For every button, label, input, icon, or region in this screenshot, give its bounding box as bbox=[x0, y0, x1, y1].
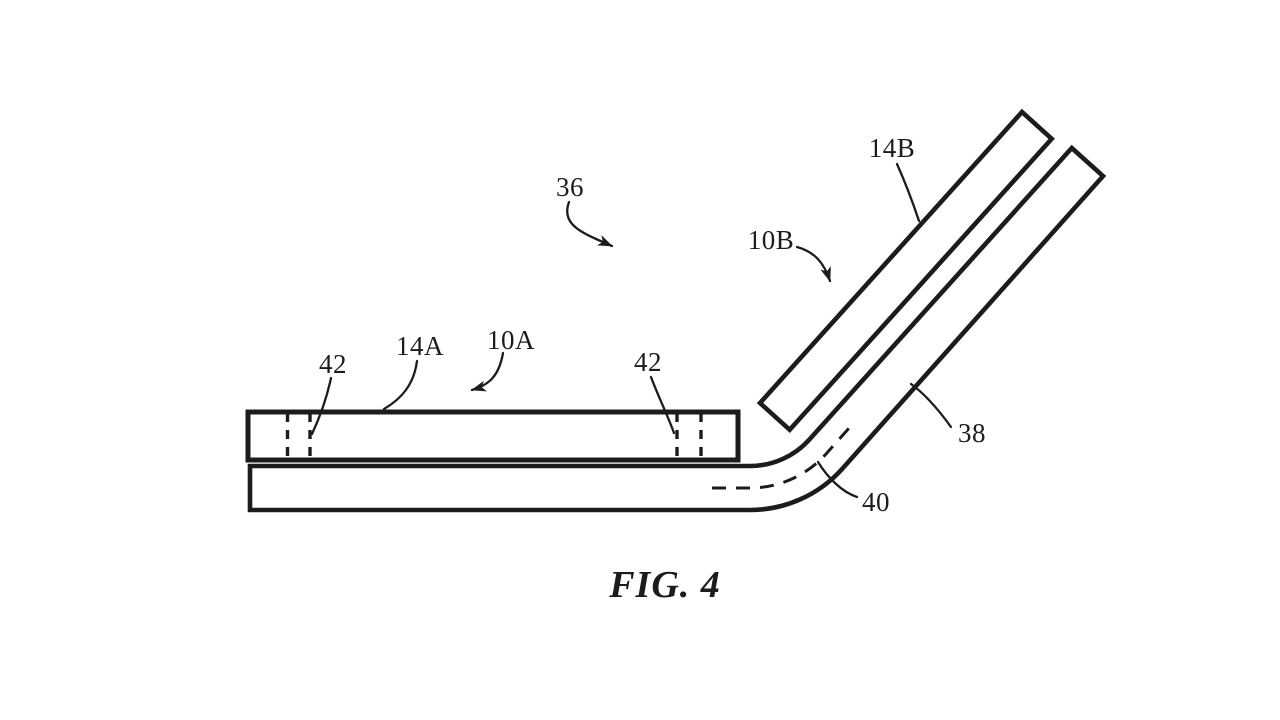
leader-10b bbox=[795, 245, 832, 283]
label-36: 36 bbox=[556, 172, 584, 202]
device-half-b bbox=[756, 108, 1055, 434]
device-half-a bbox=[245, 409, 741, 463]
leader-14b bbox=[895, 162, 921, 223]
bend-centerline bbox=[712, 426, 852, 490]
figure-caption: FIG. 4 bbox=[608, 564, 721, 606]
leader-42-right bbox=[649, 375, 676, 435]
leader-38 bbox=[909, 382, 953, 429]
leader-10a bbox=[470, 351, 505, 392]
leader-40 bbox=[816, 460, 859, 499]
label-14b: 14B bbox=[869, 133, 916, 163]
label-42-right: 42 bbox=[634, 347, 662, 377]
label-42-left: 42 bbox=[319, 349, 347, 379]
leader-42-left bbox=[310, 376, 333, 436]
label-10b: 10B bbox=[748, 225, 795, 255]
label-10a: 10A bbox=[487, 325, 535, 355]
label-38: 38 bbox=[958, 418, 986, 448]
leader-14a bbox=[382, 359, 419, 411]
label-14a: 14A bbox=[396, 331, 444, 361]
leader-36 bbox=[566, 200, 614, 248]
label-40: 40 bbox=[862, 487, 890, 517]
flexible-band bbox=[247, 144, 1107, 513]
